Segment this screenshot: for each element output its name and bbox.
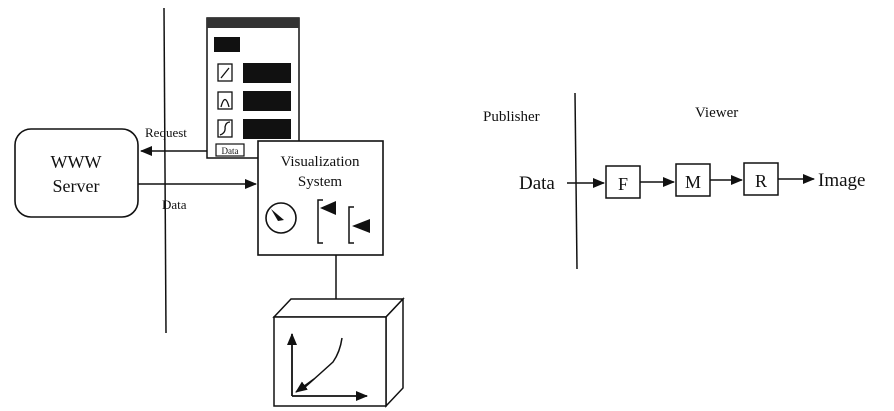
stage-label-f: F (618, 174, 628, 194)
visualization-label-line1: Visualization (280, 154, 360, 170)
cube-front-face (273, 316, 387, 407)
line-glyph-icon (220, 67, 230, 79)
panel-row2-icon (217, 91, 233, 110)
stage-box-f (605, 165, 641, 199)
cube-top-face (272, 298, 405, 318)
slider-pointer-left-icon (320, 201, 336, 215)
stage-label-r: R (755, 171, 767, 191)
www-server-label-line1: WWW (51, 152, 102, 172)
panel-row3-bar (243, 119, 291, 139)
right-diagram: Publisher Viewer Data F M R Image (483, 92, 865, 270)
panel-row1-bar (243, 63, 291, 83)
display-cube (272, 297, 405, 408)
panel-header-block (214, 37, 240, 52)
curve-glyph-icon (219, 121, 231, 136)
slider-pointer-right-icon (352, 219, 370, 233)
panel-row2-bar (243, 91, 291, 111)
stage-box-r (743, 162, 779, 196)
visualization-system-box (257, 140, 384, 256)
dial-needle-icon (271, 209, 284, 221)
left-divider-line (163, 7, 167, 334)
cube-side-face (385, 297, 404, 408)
visualization-label-line2: System (298, 174, 343, 190)
panel-data-button[interactable] (215, 143, 245, 157)
viewer-label: Viewer (695, 105, 738, 121)
pipeline-image-label: Image (818, 170, 865, 191)
stage-box-m (675, 163, 711, 197)
panel-data-button-label: Data (222, 146, 239, 156)
www-server-label-line2: Server (53, 176, 100, 196)
publisher-label: Publisher (483, 109, 540, 125)
arch-glyph-icon (220, 98, 230, 108)
control-panel-window: Data (206, 17, 300, 159)
www-server-box (14, 128, 139, 218)
left-diagram: WWW Server Request Data Data Visua (14, 7, 405, 408)
slider-bracket-left-icon (317, 199, 323, 244)
publisher-viewer-divider (574, 92, 578, 270)
stage-label-m: M (685, 172, 701, 192)
data-label-left: Data (162, 197, 187, 212)
slider-bracket-right-icon (348, 206, 354, 244)
panel-title-bar (207, 18, 299, 28)
plot-diagonal-arrow (295, 378, 315, 393)
pipeline-data-label: Data (519, 173, 555, 194)
request-label: Request (145, 125, 187, 140)
